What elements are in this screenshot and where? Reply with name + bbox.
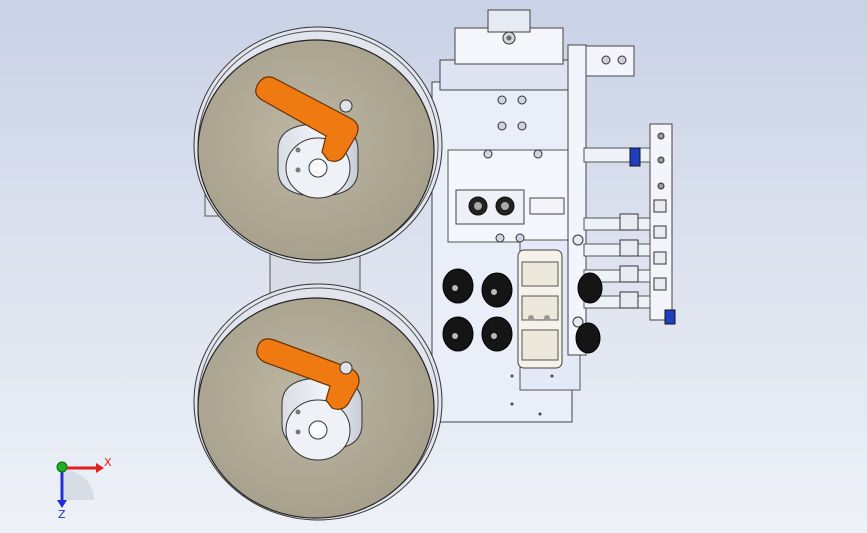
plate-screws [483,95,543,243]
coordinate-triad-icon: X Z [56,456,112,521]
valve-manifold [583,123,676,325]
vertical-rail [567,44,635,356]
fitting-column [619,199,667,309]
x-axis-label: X [104,456,112,469]
y-axis-dot [56,461,68,473]
upper-reel[interactable] [193,26,443,264]
plate-details [510,374,554,416]
tension-cylinder [517,249,563,369]
lower-reel[interactable] [193,283,443,521]
black-rollers [442,268,603,354]
pneumatic-connector [629,147,641,167]
lower-clamp-handle[interactable] [256,338,360,410]
z-axis-label: Z [58,508,66,521]
upper-clamp-handle[interactable] [255,76,359,162]
sensor-block [455,189,565,225]
